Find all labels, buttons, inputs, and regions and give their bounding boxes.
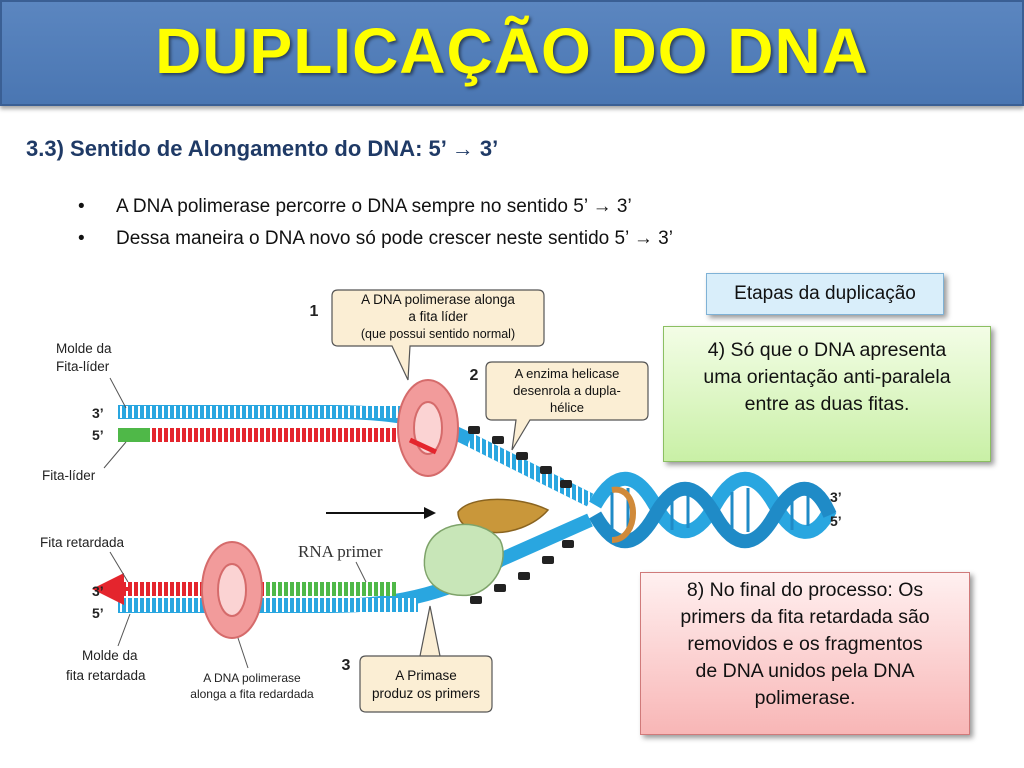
bullet-item: • Dessa maneira o DNA novo só pode cresce… — [78, 228, 673, 260]
callout-step1-line3: (que possui sentido normal) — [361, 327, 515, 341]
polymerase-bottom — [201, 541, 263, 639]
callout-step3 — [359, 605, 493, 713]
callout-step1-line1: A DNA polimerase alonga — [361, 292, 515, 307]
slide-title: DUPLICAÇÃO DO DNA — [155, 15, 869, 87]
bullet-list: • A DNA polimerase percorre o DNA sempre … — [78, 196, 673, 260]
note-antiparallel-text: 4) Só que o DNA apresenta uma orientação… — [703, 339, 951, 415]
note-final-process: 8) No final do processo: Os primers da f… — [640, 572, 970, 735]
pointer-line — [109, 551, 129, 583]
label-fita-retardada: Fita retardada — [40, 535, 125, 550]
title-bar — [0, 0, 1024, 106]
label-polimerase-retardada-1: A DNA polimerase — [203, 671, 301, 685]
label-fita-lider: Fita-líder — [42, 468, 96, 483]
bullet-text: A DNA polimerase percorre o DNA sempre n… — [116, 196, 632, 217]
callout-step1-line2: a fita líder — [408, 309, 468, 324]
pointer-line — [355, 561, 367, 583]
pointer-line — [103, 441, 127, 469]
end-label-5-top: 5’ — [92, 427, 104, 443]
callout-step2-line1: A enzima helicase — [515, 366, 620, 381]
callout-step2 — [485, 361, 649, 451]
primase — [423, 523, 504, 597]
step1-number: 1 — [310, 303, 319, 320]
callout-step3-line1: A Primase — [395, 668, 457, 683]
callout-step2-line3: hélice — [550, 400, 584, 415]
label-molde-retardada-2: fita retardada — [66, 668, 146, 683]
polymerase-top — [397, 379, 459, 477]
step3-number: 3 — [342, 657, 351, 674]
pointer-line — [109, 377, 127, 409]
lagging-strands — [92, 513, 593, 613]
label-molde-lider-2: Fita-líder — [56, 359, 110, 374]
end-label-3-top: 3’ — [92, 405, 104, 421]
pointer-line — [237, 637, 249, 669]
bullet-text: Dessa maneira o DNA novo só pode crescer… — [116, 228, 673, 249]
bullet-dot: • — [78, 228, 85, 249]
end-label-3-right: 3’ — [830, 489, 842, 505]
note-final-process-text: 8) No final do processo: Os primers da f… — [680, 579, 930, 709]
bullet-dot: • — [78, 196, 85, 217]
label-polimerase-retardada-2: alonga a fita redardada — [190, 687, 314, 701]
callout-step2-line2: desenrola a dupla- — [513, 383, 621, 398]
arrow-head-icon — [424, 507, 436, 519]
label-molde-retardada-1: Molde da — [82, 648, 138, 663]
end-label-3-bottom: 3’ — [92, 583, 104, 599]
callout-step3-line2: produz os primers — [372, 686, 480, 701]
rotation-icon — [611, 486, 636, 543]
label-rna-primer: RNA primer — [298, 542, 383, 561]
step2-number: 2 — [470, 367, 479, 384]
slide-subtitle: 3.3) Sentido de Alongamento do DNA: 5’ →… — [26, 136, 499, 161]
callout-step1 — [331, 289, 545, 381]
etapas-box: Etapas da duplicação — [706, 273, 944, 315]
end-label-5-bottom: 5’ — [92, 605, 104, 621]
end-label-5-right: 5’ — [830, 513, 842, 529]
label-molde-lider-1: Molde da — [56, 341, 112, 356]
note-antiparallel: 4) Só que o DNA apresenta uma orientação… — [663, 326, 991, 462]
pointer-line — [117, 613, 131, 647]
binding-proteins — [468, 426, 574, 604]
bullet-item: • A DNA polimerase percorre o DNA sempre … — [78, 196, 673, 228]
